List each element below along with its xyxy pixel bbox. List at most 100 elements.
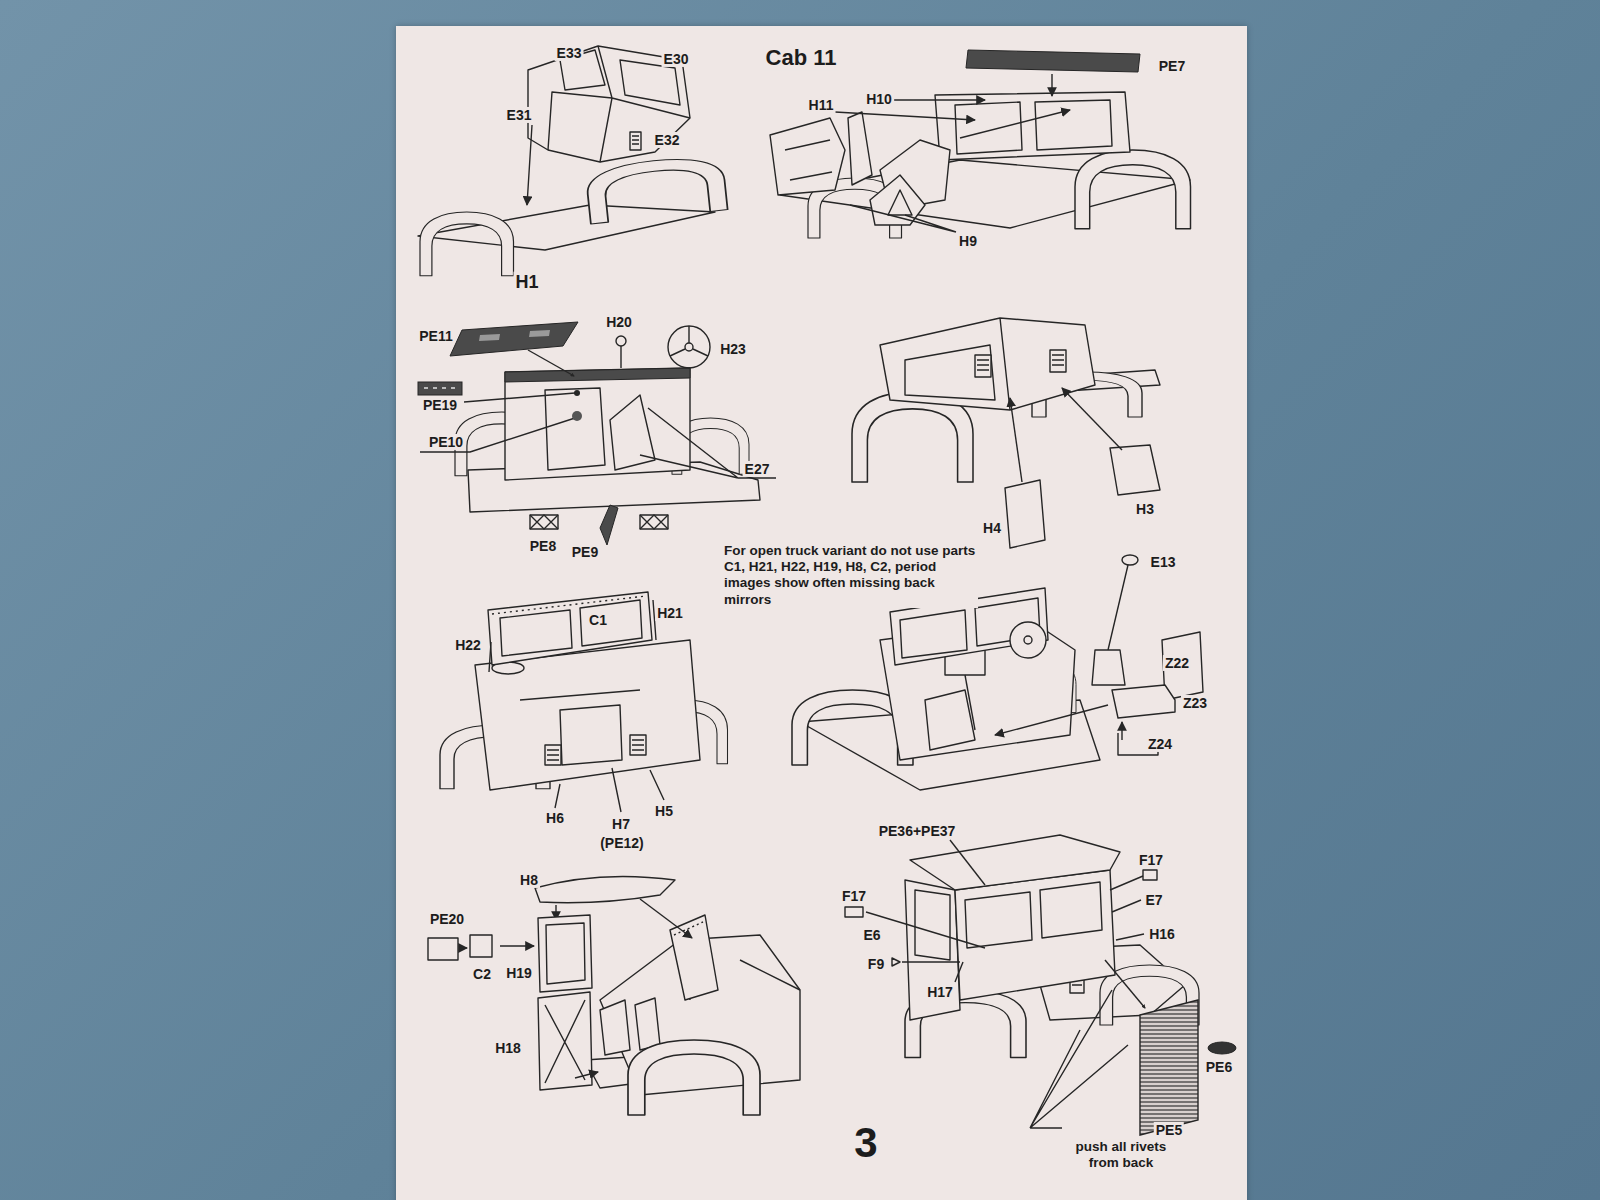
part-label: (PE12)	[598, 835, 646, 851]
part-label: H6	[544, 810, 566, 826]
final-cab-step	[1143, 870, 1157, 880]
part-label: H22	[453, 637, 483, 653]
dashboard-step	[528, 350, 574, 376]
rear-panel-step	[880, 318, 1095, 410]
rear-panel-step	[905, 318, 1010, 410]
part-label: Z23	[1181, 695, 1209, 711]
final-cab-step	[845, 907, 863, 917]
part-label: F17	[840, 888, 868, 904]
seat-step	[1010, 622, 1046, 658]
part-label: H5	[653, 803, 675, 819]
rear-panel-step	[1050, 350, 1066, 372]
part-label: H4	[981, 520, 1003, 536]
rear-panel-step	[852, 318, 1160, 548]
roof-door-step	[545, 1000, 585, 1083]
cab-frame-step	[850, 205, 956, 232]
cab-shell-step	[630, 132, 641, 150]
rear-panel-step	[1110, 445, 1160, 495]
part-label: H10	[864, 91, 894, 107]
final-cab-step	[955, 962, 963, 982]
dashboard-step	[640, 515, 668, 529]
dashboard-step	[505, 368, 690, 382]
cab-frame-step	[770, 118, 845, 195]
cab-frame-step	[785, 140, 832, 180]
part-label: PE10	[427, 434, 465, 450]
dashboard-step	[418, 382, 462, 395]
roof-door-step	[635, 998, 660, 1050]
roof-door-step	[628, 1040, 760, 1115]
cab-frame-step	[888, 190, 912, 215]
windscreen-step	[440, 592, 728, 812]
cab-frame-step	[848, 112, 872, 185]
dashboard-step	[479, 330, 550, 341]
part-label: E33	[555, 45, 584, 61]
cab-frame-step	[780, 160, 1190, 228]
final-cab-step	[1030, 990, 1128, 1128]
final-cab-step	[950, 840, 985, 885]
windscreen-step	[630, 735, 646, 755]
part-label: PE19	[421, 397, 459, 413]
windscreen-step	[547, 750, 559, 760]
cab-frame-step	[966, 50, 1140, 72]
cab-shell-step	[632, 136, 639, 144]
final-cab-step	[915, 890, 950, 960]
part-label: H8	[518, 872, 540, 888]
part-label: H17	[925, 984, 955, 1000]
part-label: PE6	[1204, 1059, 1234, 1075]
cab-frame-step	[1051, 74, 1052, 96]
final-cab-step	[910, 835, 1120, 890]
roof-door-step	[575, 1072, 598, 1078]
part-label: PE11	[417, 328, 454, 344]
part-label: Z22	[1163, 655, 1191, 671]
seat-step	[1108, 565, 1128, 650]
roof-door-step	[535, 876, 675, 902]
roof-door-step	[546, 923, 585, 984]
part-label: F9	[866, 956, 886, 972]
final-cab-step	[1140, 1000, 1198, 1135]
cab-shell-step	[528, 46, 690, 162]
final-cab-step	[955, 870, 1115, 1000]
seat-step	[1122, 555, 1138, 565]
dashboard-step	[450, 322, 578, 356]
rear-panel-step	[1005, 480, 1045, 548]
rear-panel-step	[977, 360, 989, 370]
part-label: E27	[743, 461, 772, 477]
dashboard-step	[685, 343, 693, 351]
cab-frame-step	[955, 100, 1112, 154]
windscreen-step	[500, 600, 642, 656]
dashboard-step	[574, 390, 580, 396]
roof-door-step	[640, 899, 692, 938]
part-label: PE5	[1154, 1122, 1184, 1138]
roof-door-step	[600, 1000, 630, 1055]
windscreen-step	[488, 592, 652, 665]
part-label: E13	[1149, 554, 1178, 570]
dashboard-step	[640, 408, 776, 478]
part-label: PE9	[570, 544, 600, 560]
step-title: Cab 11	[764, 45, 839, 70]
windscreen-step	[520, 690, 640, 765]
final-cab-step	[1110, 876, 1144, 940]
final-cab-step	[866, 912, 985, 948]
cab-frame-step	[835, 112, 975, 120]
seat-step	[1024, 636, 1032, 644]
roof-door-step	[470, 935, 492, 957]
windscreen-step	[632, 740, 644, 750]
part-label: H3	[1134, 501, 1156, 517]
rear-panel-step	[1052, 355, 1064, 365]
dashboard-step	[418, 322, 776, 545]
note-text: push all rivets from back	[1063, 1139, 1179, 1170]
part-label: Z24	[1146, 736, 1174, 752]
part-label: E7	[1143, 892, 1164, 908]
cab-shell-step	[420, 212, 514, 276]
part-label: PE20	[428, 911, 466, 927]
roof-door-step	[500, 945, 534, 946]
roof-door-step	[538, 915, 592, 992]
part-label: H18	[493, 1040, 523, 1056]
part-label: H20	[604, 314, 634, 330]
part-label: H1	[513, 272, 540, 293]
seat-step	[1092, 650, 1125, 685]
cab-frame-step	[1075, 150, 1191, 229]
part-label: C1	[587, 612, 609, 628]
windscreen-step	[489, 600, 656, 672]
dashboard-step	[530, 515, 558, 529]
